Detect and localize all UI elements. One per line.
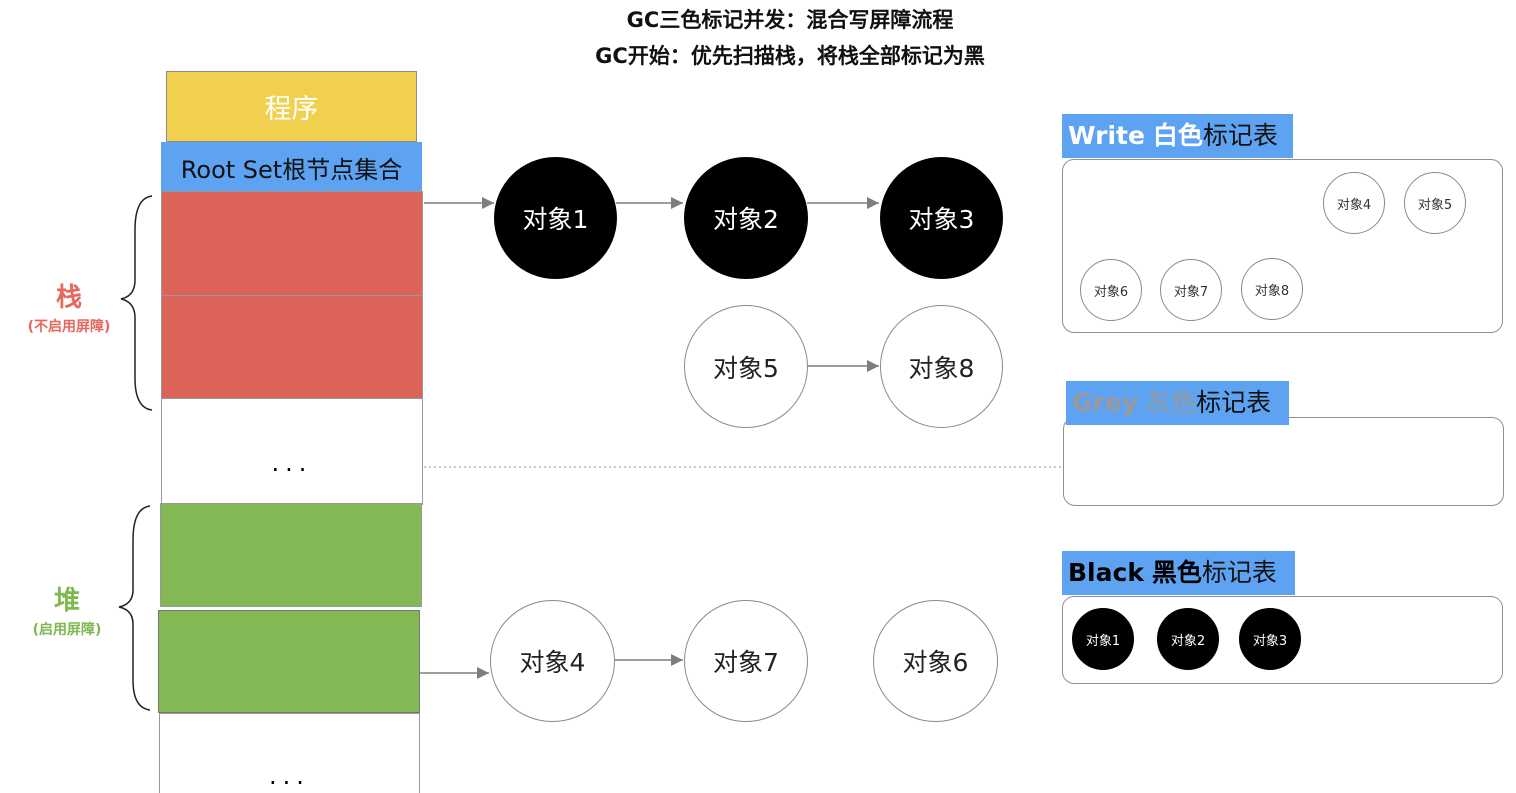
white-table-item: 对象4 [1323, 172, 1385, 234]
program-box: 程序 [166, 71, 417, 142]
stack-label: 栈 (不启用屏障) [14, 277, 124, 336]
object-3-node: 对象3 [880, 157, 1003, 279]
program-label: 程序 [264, 94, 319, 125]
diagram-subtitle: GC开始：优先扫描栈，将栈全部标记为黑 [595, 44, 985, 68]
black-table-item: 对象3 [1239, 608, 1301, 670]
root-set-label: Root Set根节点集合 [180, 155, 403, 184]
white-table-item: 对象6 [1080, 259, 1142, 321]
grey-table-keyword: Grey [1072, 388, 1139, 417]
white-table-suffix: 标记表 [1202, 121, 1278, 150]
white-table-item: 对象7 [1160, 259, 1222, 321]
stack-frame-1 [161, 191, 423, 296]
object-8-node: 对象8 [880, 305, 1003, 428]
heap-block-2 [158, 610, 420, 713]
grey-table-suffix: 标记表 [1196, 388, 1272, 417]
black-table-color-word: 黑色 [1151, 558, 1202, 587]
white-table-item: 对象8 [1241, 258, 1303, 320]
grey-table-panel [1063, 417, 1504, 506]
stack-ellipsis: ... [271, 448, 313, 477]
object-6-node: 对象6 [873, 600, 998, 722]
black-table-suffix: 标记表 [1201, 558, 1277, 587]
heap-ellipsis-box: ... [159, 713, 420, 793]
stack-brace [120, 195, 153, 411]
black-table-item: 对象2 [1157, 608, 1219, 670]
black-table-panel: 对象1 对象2 对象3 [1062, 596, 1503, 684]
heap-block-1 [160, 503, 422, 607]
object-2-node: 对象2 [684, 157, 808, 279]
stack-ellipsis-box: ... [161, 398, 423, 505]
white-table-tag: Write 白色标记表 [1062, 114, 1293, 158]
white-table-color-word: 白色 [1152, 121, 1203, 150]
heap-title: 堆 [53, 586, 80, 616]
black-table-tag: Black 黑色标记表 [1062, 551, 1295, 595]
object-1-node: 对象1 [494, 157, 617, 279]
stack-frame-2 [161, 295, 423, 399]
black-table-keyword: Black [1068, 558, 1144, 587]
white-table-panel: 对象4 对象5 对象6 对象7 对象8 [1062, 159, 1503, 333]
heap-brace [118, 505, 151, 711]
white-table-keyword: Write [1068, 121, 1145, 150]
root-set-bar: Root Set根节点集合 [161, 142, 422, 192]
grey-table-tag: Grey 灰色标记表 [1066, 381, 1289, 425]
heap-note: (启用屏障) [32, 622, 102, 638]
black-table-item: 对象1 [1072, 608, 1134, 670]
heap-label: 堆 (启用屏障) [12, 580, 122, 639]
stack-title: 栈 [55, 283, 82, 313]
heap-ellipsis: ... [269, 761, 310, 790]
grey-table-color-word: 灰色 [1146, 388, 1197, 417]
stack-note: (不启用屏障) [27, 319, 111, 335]
object-4-node: 对象4 [490, 600, 615, 722]
white-table-item: 对象5 [1404, 172, 1466, 234]
object-5-node: 对象5 [684, 305, 808, 428]
diagram-title: GC三色标记并发：混合写屏障流程 [626, 8, 954, 32]
object-7-node: 对象7 [684, 600, 808, 722]
